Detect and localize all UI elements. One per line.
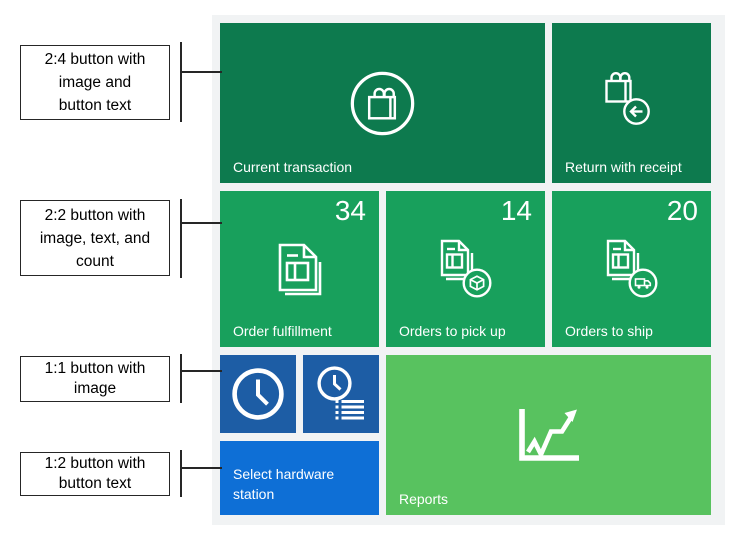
tile-select-hardware-station[interactable]: Select hardware station — [220, 441, 379, 515]
annotation-line: image and — [58, 74, 132, 91]
tile-label: Select hardware station — [233, 466, 335, 502]
chart-arrow-icon — [518, 409, 579, 461]
tile-label: Order fulfillment — [233, 323, 332, 339]
annotation-line: 2:4 button with — [44, 51, 146, 68]
annotation-1x2-button: 1:2 button with button text — [20, 452, 170, 496]
annotation-line: 1:2 button with — [44, 455, 146, 472]
invoice-pages-icon — [278, 243, 321, 296]
shopping-bag-circle-icon — [350, 71, 415, 135]
callout-tick-line — [180, 354, 182, 403]
annotation-2x2-button: 2:2 button with image, text, and count — [20, 200, 170, 276]
callout-tick-line — [180, 42, 182, 122]
annotation-line: 1:1 button with — [44, 360, 146, 377]
tile-clock[interactable] — [220, 355, 296, 433]
annotation-line: 2:2 button with — [44, 206, 146, 224]
tile-label: Reports — [399, 491, 449, 507]
tile-current-transaction[interactable]: Current transaction — [220, 23, 545, 183]
tile-label: Orders to ship — [565, 323, 653, 339]
annotation-line: button text — [58, 475, 132, 492]
annotation-line: image — [73, 380, 117, 397]
tile-count: 34 — [334, 195, 366, 226]
tile-return-with-receipt[interactable]: Return with receipt — [552, 23, 711, 183]
annotation-1x1-button: 1:1 button with image — [20, 356, 170, 402]
invoice-package-icon — [440, 239, 492, 298]
tile-order-fulfillment[interactable]: 34 Order fulfillment — [220, 191, 379, 347]
annotation-line: image, text, and — [39, 229, 151, 247]
annotation-line: count — [76, 252, 114, 270]
tile-panel: Current transaction — [212, 15, 725, 525]
callout-connector-line — [180, 222, 222, 224]
callout-connector-line — [180, 467, 222, 469]
callout-connector-line — [180, 71, 222, 73]
tile-orders-to-ship[interactable]: 20 Orders to ship — [552, 191, 711, 347]
callout-tick-line — [180, 199, 182, 278]
clock-icon — [232, 368, 284, 420]
tile-count: 20 — [666, 195, 698, 226]
tile-clock-list[interactable] — [303, 355, 379, 433]
annotation-2x4-button: 2:4 button with image and button text — [20, 45, 170, 120]
tile-label: Current transaction — [233, 159, 353, 175]
tile-orders-to-pick-up[interactable]: 14 Orders to pick up — [386, 191, 545, 347]
invoice-truck-icon — [606, 239, 658, 298]
tile-label: Orders to pick up — [399, 323, 506, 339]
tile-label: Return with receipt — [565, 159, 682, 175]
tile-grid: Current transaction — [220, 23, 711, 515]
callout-connector-line — [180, 370, 222, 372]
tile-count: 14 — [500, 195, 532, 226]
bag-return-arrow-icon — [604, 72, 650, 125]
callout-tick-line — [180, 450, 182, 497]
clock-list-icon — [317, 366, 364, 420]
tile-reports[interactable]: Reports — [386, 355, 711, 515]
annotation-line: button text — [58, 97, 132, 114]
